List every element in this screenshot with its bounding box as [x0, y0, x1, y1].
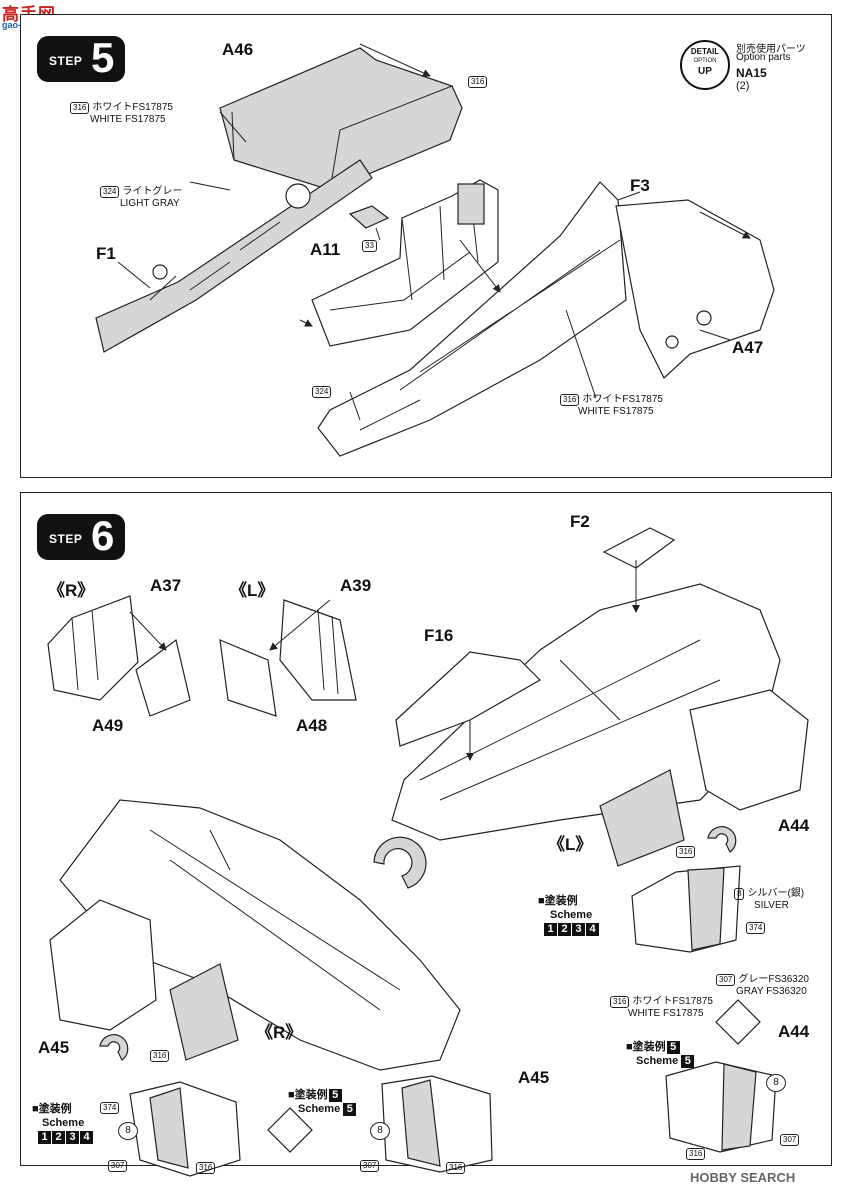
step-number: 6: [91, 512, 115, 559]
step5-badge: STEP 5: [37, 34, 125, 82]
hint-icon-diamond-1: [267, 1107, 313, 1153]
color-code-8-bm: 8: [370, 1122, 390, 1140]
color-code-374-bl: 374: [100, 1102, 122, 1114]
step-word: STEP: [49, 54, 83, 68]
rotate-arrow-2: [707, 826, 737, 853]
part-label-f2: F2: [570, 512, 590, 531]
hint-icon-diamond-2: [715, 999, 761, 1045]
part-label-l2: 《L》: [548, 835, 593, 854]
part-label-a46: A46: [222, 40, 254, 59]
part-a46-shape: [219, 47, 463, 191]
part-label-a45b: A45: [518, 1068, 550, 1087]
rotate-arrow-1: [373, 836, 427, 889]
part-f1-shape: [95, 159, 373, 353]
part-a11-shape: [348, 205, 390, 229]
rotate-arrow-3: [99, 1034, 129, 1061]
part-label-a48: A48: [296, 716, 328, 735]
color-code-307-bm: 307: [360, 1160, 382, 1172]
color-code-8-br: 8: [766, 1074, 786, 1092]
color-code-33: 33: [362, 240, 380, 252]
part-a49-shape: [135, 638, 191, 717]
color-code-8-bl: 8: [118, 1122, 138, 1140]
color-code-324: 324: [312, 386, 334, 398]
part-label-l: 《L》: [230, 581, 275, 600]
option-parts-block: DETAIL OPTION UP 別売使用パーツ Option parts NA…: [680, 40, 820, 100]
color-code-307-bl: 307: [108, 1160, 130, 1172]
intake-r-upper: [689, 689, 809, 811]
cockpit-tub: [311, 179, 499, 347]
color-code-316-br: 316: [686, 1148, 708, 1160]
step6-badge: STEP 6: [37, 512, 125, 560]
color-code-316-r: 316: [150, 1050, 172, 1062]
part-label-f16: F16: [424, 626, 454, 645]
color-code-316-bl: 316: [196, 1162, 218, 1174]
color-code-316-bm: 316: [446, 1162, 468, 1174]
part-label-f3: F3: [630, 176, 650, 195]
part-a37-shape: [47, 595, 139, 701]
part-a48-shape: [219, 639, 277, 717]
part-label-a45: A45: [38, 1038, 70, 1057]
part-label-a49: A49: [92, 716, 124, 735]
part-label-a47: A47: [732, 338, 764, 357]
intake-left: [49, 899, 157, 1031]
footer-brand: HOBBY SEARCH: [690, 1170, 795, 1185]
step-word: STEP: [49, 532, 83, 546]
part-l-vent: [599, 769, 685, 867]
color-code-316-l: 316: [676, 846, 698, 858]
part-f2-shape: [602, 527, 676, 569]
part-label-a11: A11: [310, 240, 341, 259]
step-number: 5: [91, 34, 115, 81]
part-f16-shape: [395, 651, 541, 747]
color-code-307-br: 307: [780, 1134, 802, 1146]
part-label-r: 《R》: [48, 581, 95, 600]
part-label-a44: A44: [778, 816, 810, 835]
part-label-r2: 《R》: [256, 1023, 303, 1042]
color-code-374-upper: 374: [746, 922, 768, 934]
part-label-a39: A39: [340, 576, 372, 595]
color-code-316a: 316: [468, 76, 490, 88]
part-label-a44b: A44: [778, 1022, 810, 1041]
part-label-f1: F1: [96, 244, 116, 263]
part-a47-shape: [615, 199, 775, 379]
detail-up-badge: DETAIL OPTION UP: [680, 40, 730, 90]
part-label-a37: A37: [150, 576, 182, 595]
part-r-vent: [169, 963, 239, 1061]
panel-a44-right: [665, 1061, 777, 1153]
footer-brand-text: HOBBY SEARCH: [690, 1170, 796, 1185]
